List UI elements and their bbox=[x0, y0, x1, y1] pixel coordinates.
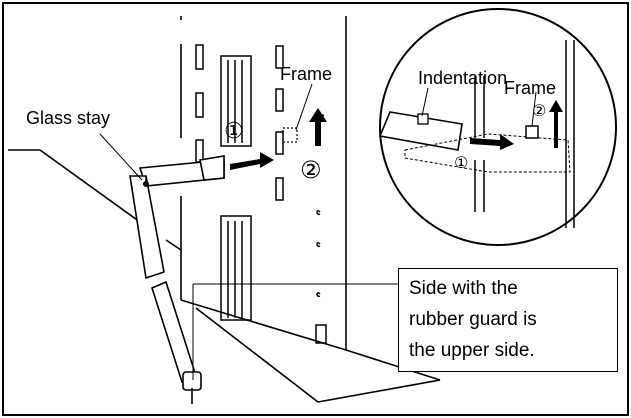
glass-stay-leader bbox=[99, 133, 143, 181]
step2-marker: ② bbox=[300, 157, 322, 184]
frame-target bbox=[282, 127, 298, 143]
note-line-1: Side with the bbox=[409, 278, 518, 299]
detail-dashed-outline bbox=[404, 133, 571, 173]
detail-lift-arrow-icon bbox=[549, 100, 563, 148]
detail-frame-square bbox=[525, 125, 539, 139]
cabinet-body bbox=[8, 16, 441, 403]
detail-step1-marker: ① bbox=[454, 155, 468, 172]
lower-rail bbox=[220, 114, 327, 344]
glass-stay-label: Glass stay bbox=[26, 108, 110, 128]
detail-inset: Indentation Frame ② ① bbox=[378, 8, 617, 246]
detail-stay-bar bbox=[378, 111, 463, 151]
step1-marker: ① bbox=[224, 118, 244, 143]
detail-step2-marker: ② bbox=[532, 103, 546, 120]
indentation-label: Indentation bbox=[418, 68, 507, 88]
detail-frame-label: Frame bbox=[504, 78, 556, 98]
upper-slots bbox=[195, 44, 284, 201]
glass-stay-lower bbox=[151, 280, 202, 404]
lift-arrow-icon bbox=[309, 108, 327, 146]
insert-arrow-icon bbox=[230, 152, 274, 170]
frame-label: Frame bbox=[280, 64, 332, 84]
rubber-guard-note: Side with the rubber guard is the upper … bbox=[398, 268, 618, 372]
glass-stay bbox=[129, 155, 225, 280]
detail-insert-arrow-icon bbox=[470, 134, 514, 150]
note-line-2: rubber guard is bbox=[409, 309, 537, 330]
note-line-3: the upper side. bbox=[409, 340, 535, 361]
frame-leader bbox=[295, 83, 313, 131]
